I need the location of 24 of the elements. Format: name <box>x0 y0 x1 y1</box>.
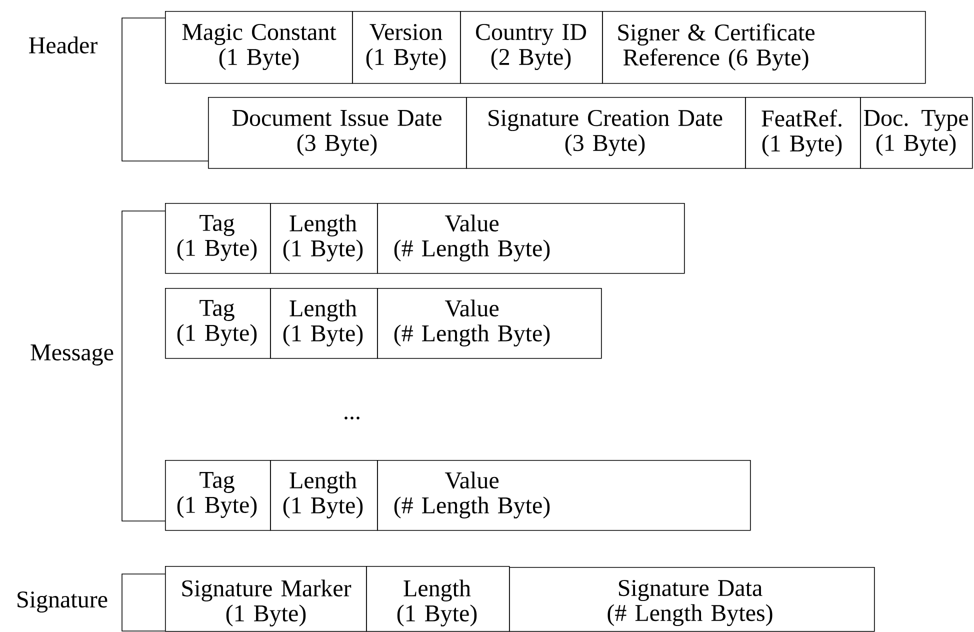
field-cell: Signature Data (# Length Bytes) <box>509 567 875 632</box>
field-cell: Value (# Length Byte) <box>377 203 685 274</box>
ellipsis: ... <box>344 416 360 420</box>
field-cell: Magic Constant (1 Byte) <box>165 11 353 84</box>
section-label: Message <box>30 344 114 366</box>
field-cell: Country ID (2 Byte) <box>460 11 603 84</box>
field-cell: Value (# Length Byte) <box>377 460 751 531</box>
field-cell: Version (1 Byte) <box>352 11 461 84</box>
field-cell: Length (1 Byte) <box>270 203 378 274</box>
field-cell: Document Issue Date (3 Byte) <box>208 97 467 169</box>
field-cell: Value (# Length Byte) <box>377 288 602 359</box>
section-label: Header <box>29 36 98 54</box>
field-cell: Signature Creation Date (3 Byte) <box>466 97 746 169</box>
field-cell: Tag (1 Byte) <box>165 288 271 359</box>
section-label: Signature <box>18 591 108 613</box>
field-cell: Signature Marker (1 Byte) <box>165 566 367 632</box>
field-cell: Length (1 Byte) <box>270 460 378 531</box>
field-cell: FeatRef. (1 Byte) <box>745 97 861 169</box>
field-cell: Length (1 Byte) <box>270 288 378 359</box>
field-cell: Signer & Certificate Reference (6 Byte) <box>602 11 926 84</box>
field-cell: Tag (1 Byte) <box>165 460 271 531</box>
field-cell: Tag (1 Byte) <box>165 203 271 274</box>
field-cell: Length (1 Byte) <box>366 566 510 632</box>
field-cell: Doc. Type (1 Byte) <box>860 97 973 169</box>
